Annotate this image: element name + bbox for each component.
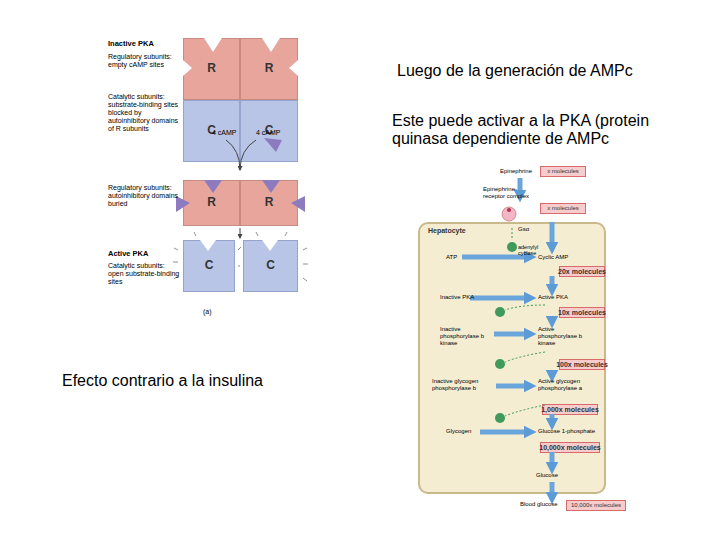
amount-box: 20x molecules bbox=[559, 266, 605, 277]
activation-arrow bbox=[505, 228, 545, 416]
catalytic-subunit: C bbox=[183, 240, 235, 292]
molecule-label: 4 cAMP bbox=[256, 129, 288, 137]
molecule-label: Active phosphorylase b kinase bbox=[538, 326, 588, 347]
molecule-label: Epinephrine bbox=[500, 168, 540, 175]
camp-symbol bbox=[204, 180, 222, 193]
cascade-arrow bbox=[462, 178, 552, 498]
camp-site bbox=[183, 60, 192, 76]
molecule-label: Inactive phosphorylase b kinase bbox=[440, 326, 494, 347]
node-text: C bbox=[265, 124, 274, 137]
regulatory-subunit: R bbox=[183, 38, 240, 100]
molecule-label: Blood glucose bbox=[520, 501, 564, 508]
node-text: x molecules bbox=[547, 205, 579, 212]
enzyme-symbol bbox=[495, 242, 517, 423]
camp-site bbox=[262, 38, 280, 52]
annotation: Catalytic subunits: substrate-binding si… bbox=[108, 93, 180, 133]
node-text: C bbox=[266, 259, 275, 272]
cell-band: Hepatocyte 20x molecules 10x molecules 100x… bbox=[418, 222, 606, 494]
node-text: 10x molecules bbox=[558, 309, 606, 317]
amount-box: 100x molecules bbox=[559, 359, 605, 370]
molecule-label: Glucose 1-phosphate bbox=[538, 428, 596, 435]
amount-box: 10,000x molecules bbox=[540, 442, 600, 453]
panel-tag: (a) bbox=[203, 308, 223, 316]
epinephrine-symbol bbox=[507, 208, 511, 212]
molecule-label: Cyclic AMP bbox=[538, 254, 583, 261]
molecule-label: Epinephrine-receptor complex bbox=[483, 186, 539, 200]
molecule-label: Active glycogen phosphorylase a bbox=[538, 378, 598, 392]
regulatory-subunit: R bbox=[183, 180, 240, 226]
node-text: R bbox=[207, 196, 216, 209]
molecule-label: Inactive glycogen phosphorylase b bbox=[432, 378, 494, 392]
node-text: x molecules bbox=[547, 168, 579, 175]
regulatory-subunit: R bbox=[240, 38, 298, 100]
catalytic-subunit: C bbox=[183, 100, 240, 162]
regulatory-subunit: R bbox=[240, 180, 298, 226]
camp-symbol bbox=[264, 138, 282, 152]
annotation: Catalytic subunits: open substrate-bindi… bbox=[108, 262, 180, 286]
slide-text: Luego de la generación de AMPc bbox=[397, 62, 717, 80]
dissociation-arrow bbox=[240, 228, 241, 238]
camp-symbol bbox=[291, 196, 305, 212]
node-text: 10,000x molecules bbox=[571, 502, 621, 509]
annotation: Regulatory subunits: empty cAMP sites bbox=[108, 53, 180, 69]
catalytic-subunit: C bbox=[243, 240, 298, 292]
panel-heading: Active PKA bbox=[108, 250, 183, 259]
molecule-label: Inactive PKA bbox=[440, 294, 490, 301]
panel-heading: Inactive PKA bbox=[108, 40, 183, 49]
annotation: Regulatory subunits: autoinhibitory doma… bbox=[108, 184, 180, 208]
node-text: R bbox=[265, 196, 274, 209]
node-text: R bbox=[265, 62, 274, 75]
molecule-label: Glucose bbox=[536, 472, 571, 479]
camp-symbol bbox=[176, 196, 190, 212]
amount-box: x molecules bbox=[540, 203, 586, 214]
node-text: 10,000x molecules bbox=[539, 444, 601, 452]
catalytic-subunit: C bbox=[240, 100, 298, 162]
node-text: 20x molecules bbox=[558, 268, 606, 276]
node-text: 1,000x molecules bbox=[541, 406, 599, 414]
node-text: Hepatocyte bbox=[428, 227, 466, 235]
molecule-label: 4 cAMP bbox=[212, 129, 244, 137]
amount-box: 10x molecules bbox=[559, 307, 605, 318]
activity-dashes bbox=[173, 232, 308, 281]
camp-site bbox=[289, 60, 298, 76]
enzyme-label: adenylyl cyclase bbox=[518, 244, 548, 257]
molecule-label: Glycogen bbox=[446, 428, 486, 435]
node-text: C bbox=[207, 124, 216, 137]
substrate-site bbox=[262, 240, 278, 251]
molecule-label: Active PKA bbox=[538, 294, 583, 301]
node-text: R bbox=[207, 62, 216, 75]
receptor-symbol bbox=[502, 207, 516, 221]
camp-site bbox=[204, 38, 222, 52]
node-text: C bbox=[205, 259, 214, 272]
substrate-site bbox=[200, 240, 216, 251]
molecule-label: ATP bbox=[446, 254, 466, 261]
molecule-label: Gsα bbox=[518, 226, 538, 233]
camp-symbol bbox=[262, 180, 280, 193]
binding-arrow bbox=[226, 140, 240, 170]
amount-box: 10,000x molecules bbox=[566, 500, 626, 511]
amount-box: x molecules bbox=[540, 166, 586, 177]
slide-text: Este puede activar a la PKA (protein qui… bbox=[392, 112, 704, 149]
binding-arrow bbox=[240, 140, 256, 170]
node-text: 100x molecules bbox=[556, 361, 608, 369]
amount-box: 1,000x molecules bbox=[542, 404, 598, 415]
slide-text: Efecto contrario a la insulina bbox=[62, 372, 322, 390]
